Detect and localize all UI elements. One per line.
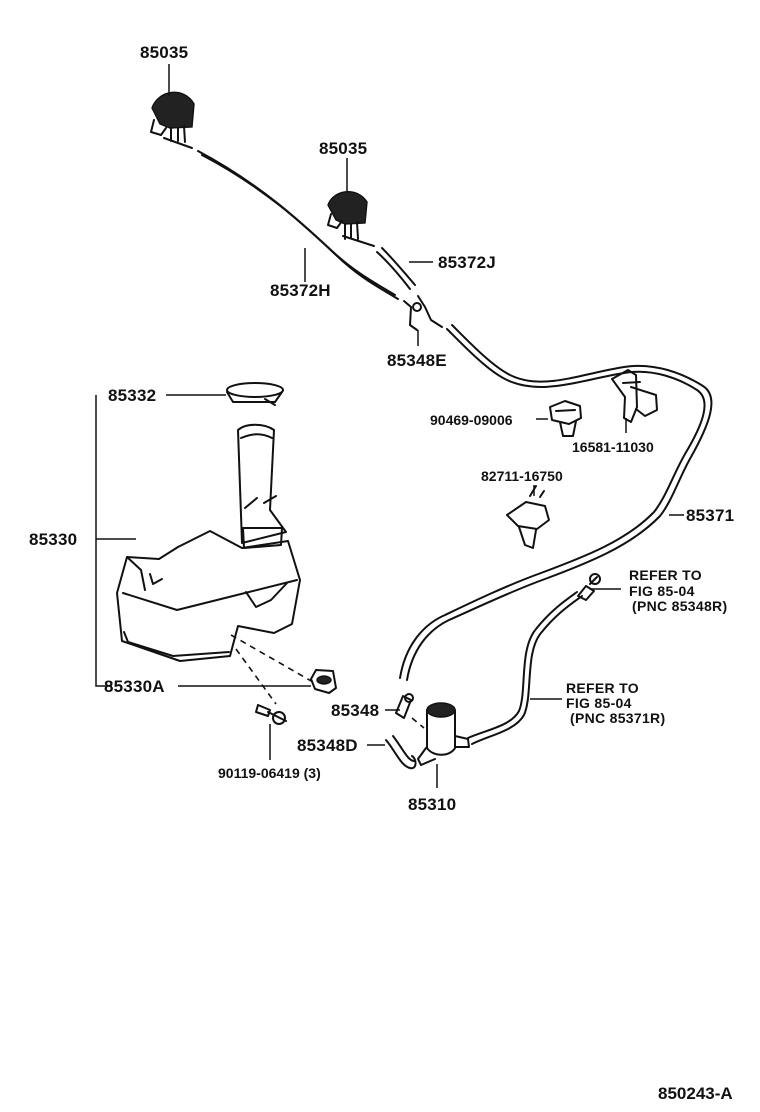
label-85035-top: 85035 xyxy=(140,43,188,62)
clip-90469[interactable] xyxy=(549,400,582,437)
label-85310: 85310 xyxy=(408,795,456,814)
label-85371: 85371 xyxy=(686,506,734,525)
cushion-85330a[interactable] xyxy=(310,669,337,694)
refer-a-line-3: (PNC 85348R) xyxy=(632,598,727,614)
label-16581-11030: 16581-11030 xyxy=(572,439,654,455)
refer-b-line-2: FIG 85-04 xyxy=(566,695,632,711)
label-90469-09006: 90469-09006 xyxy=(430,412,513,428)
label-85348d: 85348D xyxy=(297,736,358,755)
label-85348: 85348 xyxy=(331,701,379,720)
bolt-90119[interactable] xyxy=(235,648,287,725)
grommet-82711[interactable] xyxy=(506,485,550,549)
washer-nozzle-2[interactable] xyxy=(327,191,375,247)
label-82711-16750: 82711-16750 xyxy=(481,468,563,484)
washer-pump[interactable] xyxy=(411,702,470,766)
washer-tank[interactable] xyxy=(116,423,301,662)
connector-85348r[interactable] xyxy=(577,573,601,601)
joint-85348e[interactable] xyxy=(403,295,443,331)
label-90119-06419: 90119-06419 (3) xyxy=(218,765,321,781)
label-85348e: 85348E xyxy=(387,351,447,370)
label-85330a: 85330A xyxy=(104,677,165,696)
label-85035-mid: 85035 xyxy=(319,139,367,158)
label-85372j: 85372J xyxy=(438,253,496,272)
refer-a-line-1: REFER TO xyxy=(629,567,702,583)
joint-85348d[interactable] xyxy=(385,735,417,770)
label-85372h: 85372H xyxy=(270,281,331,300)
label-85332: 85332 xyxy=(108,386,156,405)
joint-85348[interactable] xyxy=(395,693,414,719)
diagram-code: 850243-A xyxy=(658,1084,733,1103)
washer-nozzle-1[interactable] xyxy=(150,91,195,149)
label-85330: 85330 xyxy=(29,530,77,549)
clamp-16581[interactable] xyxy=(611,369,658,423)
tank-cap[interactable] xyxy=(226,382,284,406)
refer-b-line-3: (PNC 85371R) xyxy=(570,710,665,726)
refer-b-line-1: REFER TO xyxy=(566,680,639,696)
refer-a-line-2: FIG 85-04 xyxy=(629,583,695,599)
